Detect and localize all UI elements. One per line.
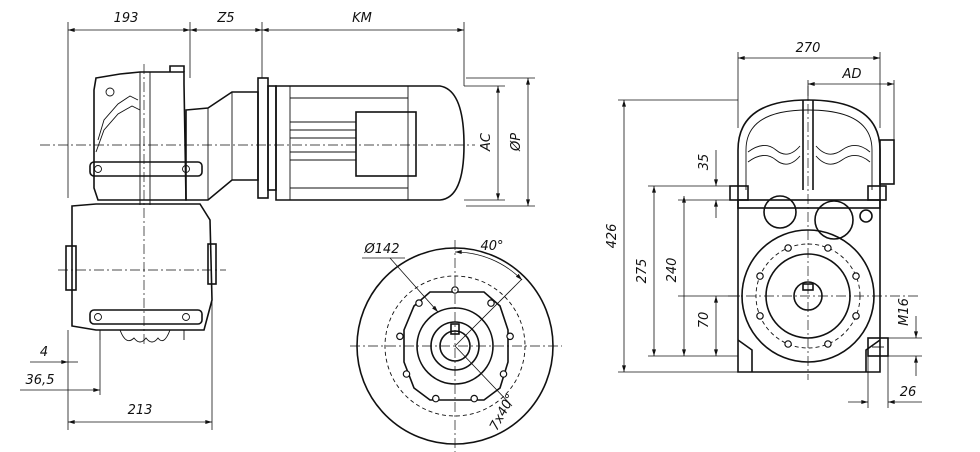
bolt-hole: [756, 312, 764, 320]
front-view: 270 AD 426 275 240 35 70 M16 26: [605, 41, 922, 408]
dim-ad: AD: [842, 67, 862, 82]
flange-bolt-holes: [396, 286, 514, 403]
bolt-hole: [784, 244, 792, 252]
flange-view: Ø142 40° 7x40°: [350, 239, 562, 452]
dim-426: 426: [605, 224, 620, 249]
dim-275: 275: [635, 259, 650, 284]
dim-25: Z5: [216, 11, 234, 26]
dim-270: 270: [796, 41, 821, 56]
bolt-hole: [852, 272, 860, 280]
bolt-hole: [852, 312, 860, 320]
bolt-hole: [487, 299, 495, 307]
dim-ac: AC: [479, 132, 494, 152]
dim-193: 193: [114, 11, 139, 26]
dim-240: 240: [665, 258, 680, 283]
dim-70: 70: [697, 312, 712, 329]
bolt-hole: [499, 370, 508, 378]
dim-7x40: 7x40°: [487, 392, 519, 433]
dim-213: 213: [128, 403, 153, 418]
bolt-hole: [402, 370, 411, 378]
dim-142: Ø142: [363, 242, 399, 257]
dim-40deg: 40°: [480, 239, 503, 254]
side-view: 193 Z5 KM AC ØP 4 36,5 213: [20, 11, 535, 430]
bolt-hole: [506, 332, 514, 341]
bolt-hole: [470, 394, 479, 403]
dim-km: KM: [352, 11, 372, 26]
dim-p: ØP: [509, 133, 524, 152]
dim-26: 26: [900, 385, 917, 400]
bolt-hole: [396, 332, 404, 341]
bolt-hole: [431, 394, 440, 403]
bolt-hole: [415, 299, 423, 307]
dim-m16: M16: [897, 298, 912, 326]
front-bolt-holes: [756, 244, 860, 348]
bolt-hole: [824, 340, 832, 348]
bolt-hole: [784, 340, 792, 348]
bolt-hole: [824, 244, 832, 252]
bolt-hole: [756, 272, 764, 280]
dim-4: 4: [40, 345, 48, 360]
dim-36-5: 36,5: [26, 373, 55, 388]
dim-35: 35: [697, 154, 712, 171]
